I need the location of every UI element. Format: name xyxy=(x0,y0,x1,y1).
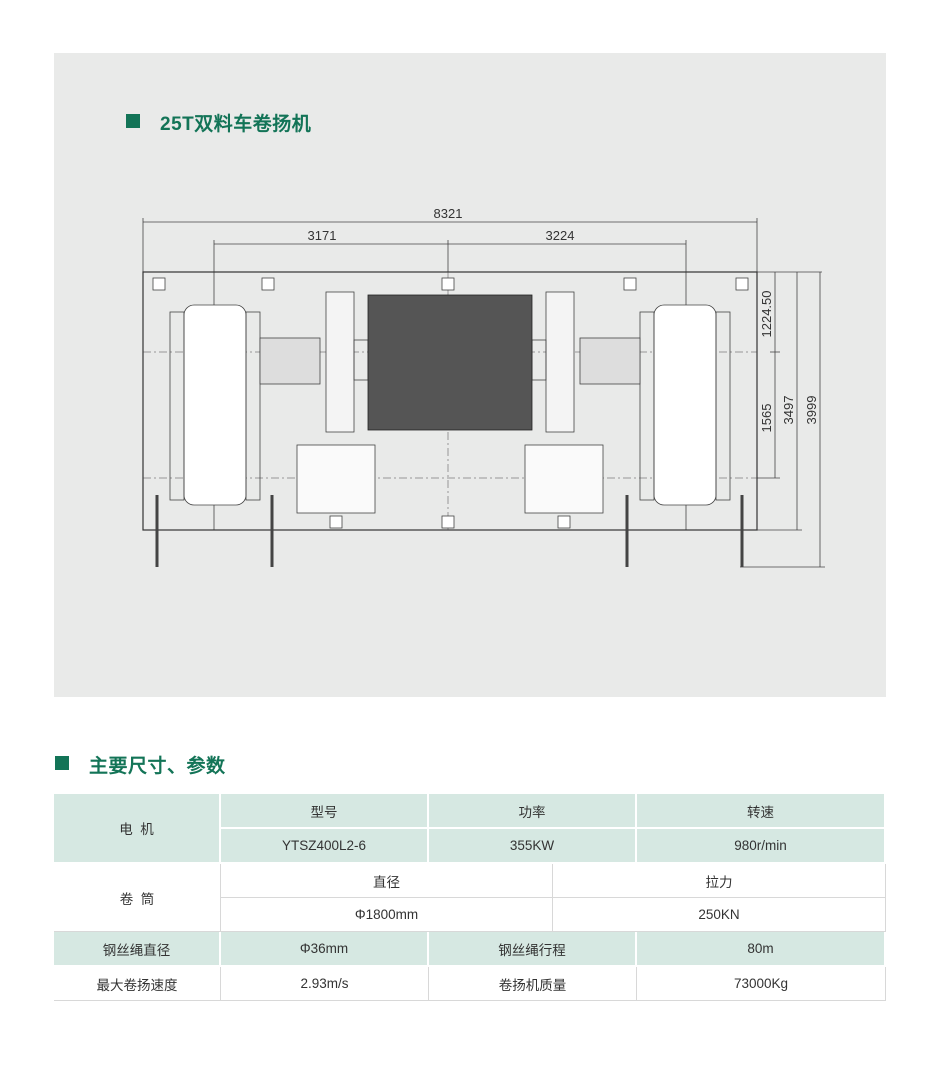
table-cell: 卷扬机质量 xyxy=(429,967,637,1001)
table-cell: 980r/min xyxy=(637,829,886,864)
table-cell: 钢丝绳行程 xyxy=(429,932,637,967)
table-cell: 80m xyxy=(637,932,886,967)
dim-right-span: 3224 xyxy=(546,228,575,243)
dim-left-span: 3171 xyxy=(308,228,337,243)
dim-v1: 1224.50 xyxy=(759,291,774,338)
table-row: 钢丝绳直径 Φ36mm 钢丝绳行程 80m xyxy=(54,932,886,967)
table-row: Φ1800mm 250KN xyxy=(54,898,886,932)
table-cell: 73000Kg xyxy=(637,967,886,1001)
table-row: 电 机 型号 功率 转速 xyxy=(54,794,886,864)
table-cell: 钢丝绳直径 xyxy=(54,932,221,967)
table-row: 卷 筒 直径 拉力 xyxy=(54,864,886,932)
winch-drum xyxy=(367,294,533,431)
table-cell: 355KW xyxy=(429,829,637,864)
right-wheel xyxy=(653,304,717,506)
title-bullet-icon xyxy=(126,114,140,128)
table-cell: 拉力 xyxy=(553,864,886,898)
table-cell: Φ1800mm xyxy=(221,898,553,932)
left-wheel xyxy=(183,304,247,506)
table-cell: 型号 xyxy=(221,794,429,829)
table-cell: 转速 xyxy=(637,794,886,829)
table-cell: 直径 xyxy=(221,864,553,898)
section-bullet-icon xyxy=(55,756,69,770)
motor-label: 电 机 xyxy=(54,794,221,864)
table-row: 最大卷扬速度 2.93m/s 卷扬机质量 73000Kg xyxy=(54,967,886,1001)
table-cell: Φ36mm xyxy=(221,932,429,967)
winch-drawing: 8321 3171 3224 1224.50 1565 3497 3999 xyxy=(142,206,825,568)
table-cell: 最大卷扬速度 xyxy=(54,967,221,1001)
table-cell: 功率 xyxy=(429,794,637,829)
dim-v3: 3497 xyxy=(781,396,796,425)
table-row: YTSZ400L2-6 355KW 980r/min xyxy=(54,829,886,864)
params-table: 电 机 型号 功率 转速 YTSZ400L2-6 355KW 980r/min … xyxy=(54,794,886,1001)
table-cell: 250KN xyxy=(553,898,886,932)
table-cell: YTSZ400L2-6 xyxy=(221,829,429,864)
drum-label: 卷 筒 xyxy=(54,864,221,932)
right-gearbox xyxy=(524,444,604,514)
dim-v2: 1565 xyxy=(759,404,774,433)
left-gearbox xyxy=(296,444,376,514)
drawing-title: 25T双料车卷扬机 xyxy=(160,114,312,135)
dim-v4: 3999 xyxy=(804,396,819,425)
table-cell: 2.93m/s xyxy=(221,967,429,1001)
dim-overall-width: 8321 xyxy=(434,206,463,221)
params-title: 主要尺寸、参数 xyxy=(89,756,226,777)
